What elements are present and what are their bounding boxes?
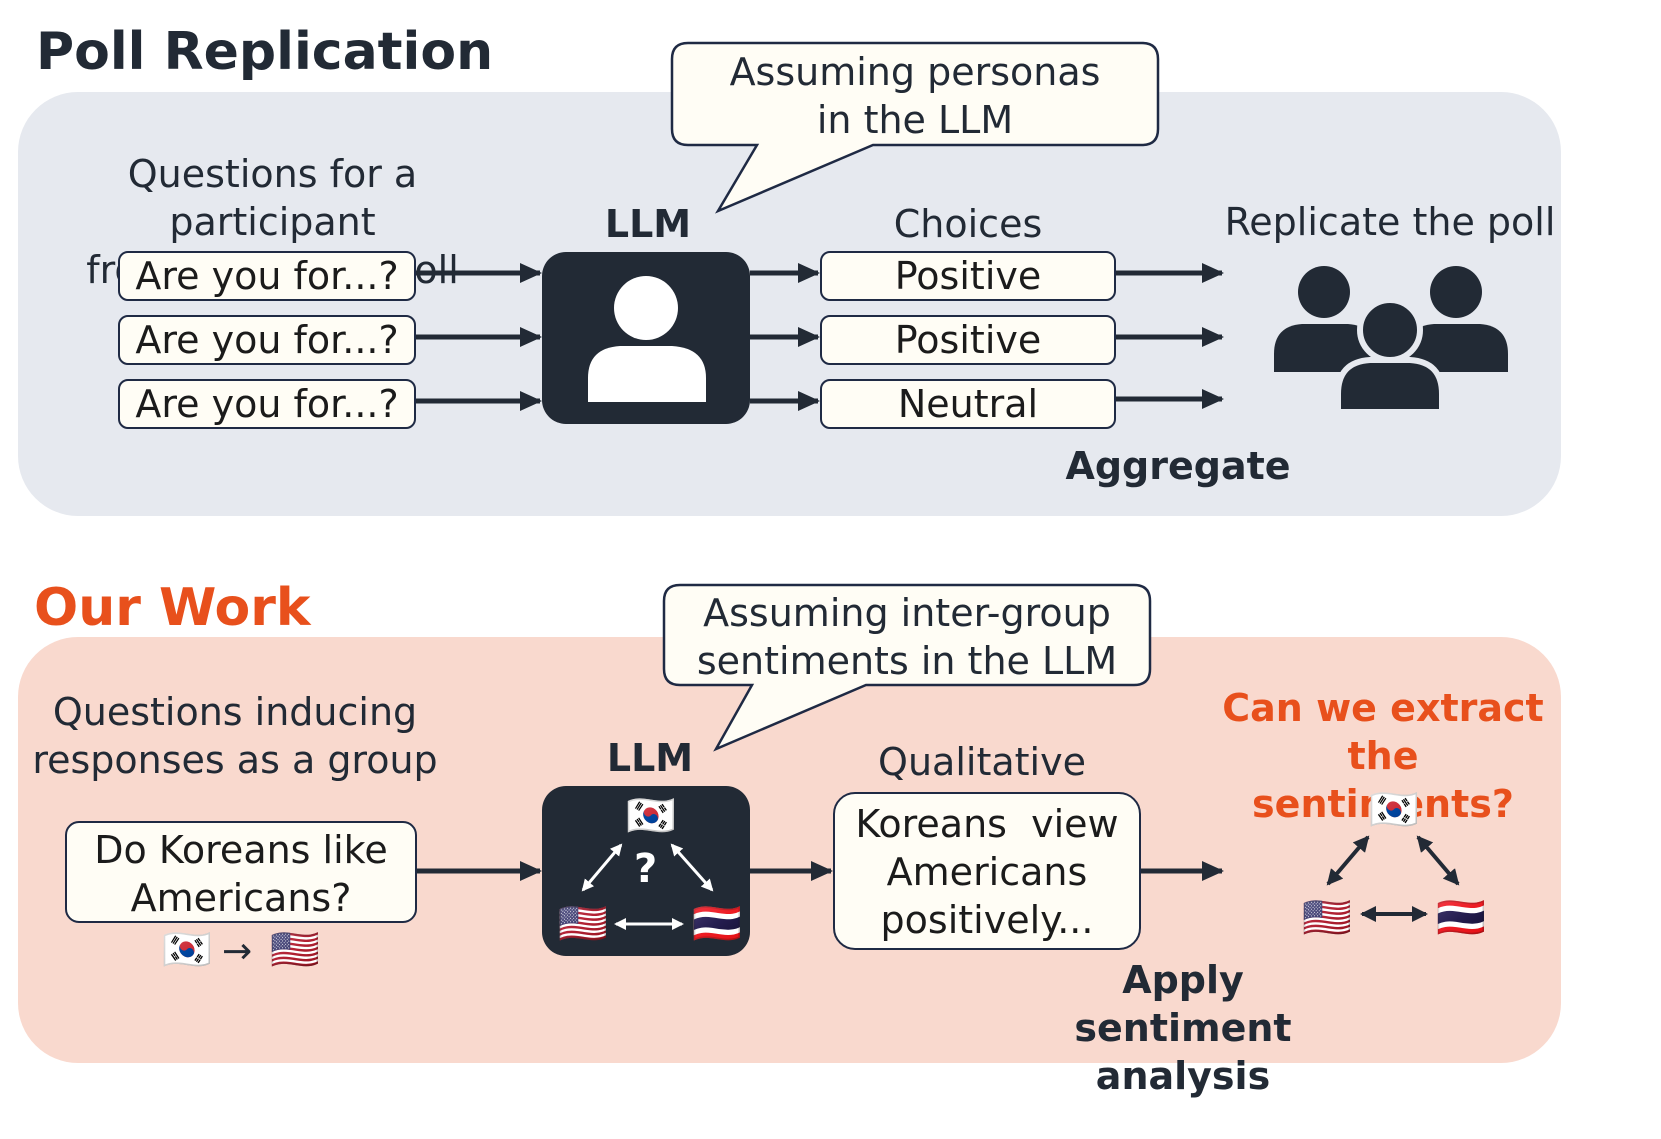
choice-box: Neutral xyxy=(820,379,1116,429)
group-question-box: Do Koreans like Americans? xyxy=(65,821,417,923)
llm-label-top: LLM xyxy=(604,202,692,246)
qualitative-response-box: Koreans view Americans positively... xyxy=(833,792,1141,950)
extract-label-line-1: Can we extract xyxy=(1222,686,1544,730)
question-box: Are you for...? xyxy=(118,315,416,365)
group-icon xyxy=(1274,266,1508,415)
persona-bubble xyxy=(670,41,1160,214)
poll-replication-title: Poll Replication xyxy=(36,22,494,82)
llm-arrow-korea-thailand xyxy=(670,843,714,892)
persona-bubble-line-2: in the LLM xyxy=(816,98,1014,142)
person-icon xyxy=(588,276,706,402)
llm-arrow-korea-usa xyxy=(581,843,623,892)
direction-arrow: → xyxy=(222,931,253,972)
group-questions-label-line-2: responses as a group xyxy=(32,738,438,782)
extract-korea-flag-icon: 🇰🇷 xyxy=(1369,787,1419,833)
sentiment-bubble-line-1: Assuming inter-group xyxy=(703,591,1111,635)
sentiment-bubble-line-2: sentiments in the LLM xyxy=(696,639,1118,683)
choice-box: Positive xyxy=(820,315,1116,365)
choice-box: Positive xyxy=(820,251,1116,301)
apply-sentiment-label: Apply sentiment analysis xyxy=(990,956,1376,1100)
llm-box-bottom xyxy=(542,786,750,956)
group-question-line-1: Do Koreans like xyxy=(94,828,388,872)
apply-label-line-1: Apply xyxy=(1122,958,1244,1002)
extract-label: Can we extract the sentiments? xyxy=(1218,684,1548,828)
response-line-1: Koreans view xyxy=(855,802,1119,846)
replicate-label: Replicate the poll xyxy=(1224,200,1556,244)
sentiment-bubble-text: Assuming inter-group sentiments in the L… xyxy=(664,589,1150,685)
llm-label-bottom: LLM xyxy=(606,736,694,780)
question-box: Are you for...? xyxy=(118,251,416,301)
extract-arrow-korea-usa xyxy=(1326,835,1370,886)
group-questions-label: Questions inducing responses as a group xyxy=(20,688,450,784)
persona-bubble-text: Assuming personas in the LLM xyxy=(672,48,1158,144)
extract-thailand-flag-icon: 🇹🇭 xyxy=(1436,895,1486,941)
response-line-2: Americans xyxy=(886,850,1088,894)
aggregate-label: Aggregate xyxy=(1065,444,1291,488)
llm-thailand-flag-icon: 🇹🇭 xyxy=(692,901,742,947)
llm-korea-flag-icon: 🇰🇷 xyxy=(626,793,676,839)
group-question-line-2: Americans? xyxy=(130,876,352,920)
group-questions-label-line-1: Questions inducing xyxy=(52,690,418,734)
question-mark-icon: ? xyxy=(634,846,658,892)
question-box: Are you for...? xyxy=(118,379,416,429)
extract-usa-flag-icon: 🇺🇸 xyxy=(1302,895,1352,941)
extract-label-line-2: the sentiments? xyxy=(1252,734,1514,826)
our-work-title: Our Work xyxy=(34,578,311,638)
korea-flag-icon: 🇰🇷 xyxy=(162,927,212,973)
usa-flag-icon: 🇺🇸 xyxy=(270,927,320,973)
apply-label-line-2: sentiment analysis xyxy=(1074,1006,1292,1098)
choices-label: Choices xyxy=(893,202,1043,246)
persona-bubble-line-1: Assuming personas xyxy=(729,50,1101,94)
llm-usa-flag-icon: 🇺🇸 xyxy=(558,901,608,947)
extract-arrow-korea-thailand xyxy=(1416,835,1460,886)
top-flow-graphics xyxy=(416,252,1508,424)
response-line-3: positively... xyxy=(880,898,1094,942)
poll-questions-label-line-1: Questions for a participant xyxy=(127,152,418,244)
